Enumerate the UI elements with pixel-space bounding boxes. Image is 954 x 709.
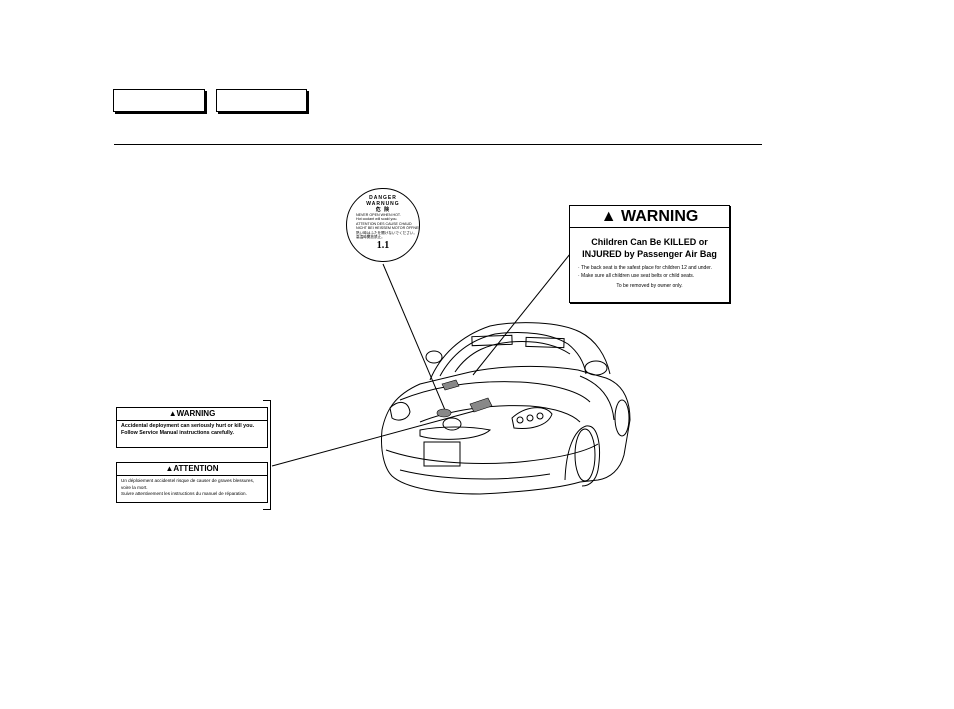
sra-warning-title: WARNING xyxy=(176,409,216,418)
danger-line: 高温時開放禁止。 xyxy=(356,235,385,240)
danger-title-de: WARNUNG xyxy=(366,201,400,207)
leader-line-left-labels xyxy=(271,409,479,467)
header-rule xyxy=(114,144,762,145)
danger-line: Hot coolant will scald you. xyxy=(356,217,398,222)
nav-button-next[interactable] xyxy=(216,89,307,112)
leader-line-danger xyxy=(382,263,446,411)
warning-triangle-icon: ▲ xyxy=(600,208,617,225)
sra-warning-line-2: Follow Service Manual instructions caref… xyxy=(121,430,234,436)
nav-button-previous[interactable] xyxy=(113,89,205,112)
danger-line: NICHT BEI HEISSEM MOTOR ÖFFNEN xyxy=(356,226,420,231)
danger-title-jp: 危 険 xyxy=(375,207,391,213)
sra-warning-label: ▲WARNING Accidental deployment can serio… xyxy=(116,407,268,448)
airbag-bullet-2: · Make sure all children use seat belts … xyxy=(578,273,695,279)
sra-warning-header: ▲WARNING xyxy=(117,408,267,421)
sra-attention-line-2: Suivre attentivement les instructions du… xyxy=(121,491,247,496)
airbag-warning-header: ▲ WARNING xyxy=(570,206,729,228)
danger-title-en: DANGER xyxy=(369,195,397,201)
airbag-headline-2: INJURED by Passenger Air Bag xyxy=(582,249,717,259)
danger-line: NEVER OPEN WHEN HOT. xyxy=(356,213,401,217)
sra-attention-title: ATTENTION xyxy=(173,464,219,473)
sra-attention-label: ▲ATTENTION Un déploiement accidentel ris… xyxy=(116,462,268,503)
warning-triangle-icon: ▲ xyxy=(165,464,174,473)
warning-triangle-icon: ▲ xyxy=(168,409,177,418)
sra-warning-line-1: Accidental deployment can seriously hurt… xyxy=(121,423,255,429)
danger-cap-number: 1.1 xyxy=(376,240,390,252)
sra-attention-line-1: Un déploiement accidentel risque de caus… xyxy=(121,478,255,490)
label-group-bracket xyxy=(263,400,271,510)
leader-line-airbag xyxy=(472,253,571,376)
airbag-footer: To be removed by owner only. xyxy=(616,283,683,289)
danger-line: ATTENTION DES CAUSE CHAUD xyxy=(356,221,412,226)
radiator-cap-danger-label: DANGER WARNUNG 危 険 NEVER OPEN WHEN HOT. … xyxy=(346,188,420,262)
airbag-headline-1: Children Can Be KILLED or xyxy=(591,237,708,247)
danger-line: 熱い時はふたを開けないでください。 xyxy=(356,230,417,235)
sra-attention-header: ▲ATTENTION xyxy=(117,463,267,476)
airbag-bullet-1: · The back seat is the safest place for … xyxy=(578,265,712,271)
airbag-warning-label: ▲ WARNING Children Can Be KILLED or INJU… xyxy=(569,205,730,303)
airbag-warning-title: WARNING xyxy=(620,208,699,225)
